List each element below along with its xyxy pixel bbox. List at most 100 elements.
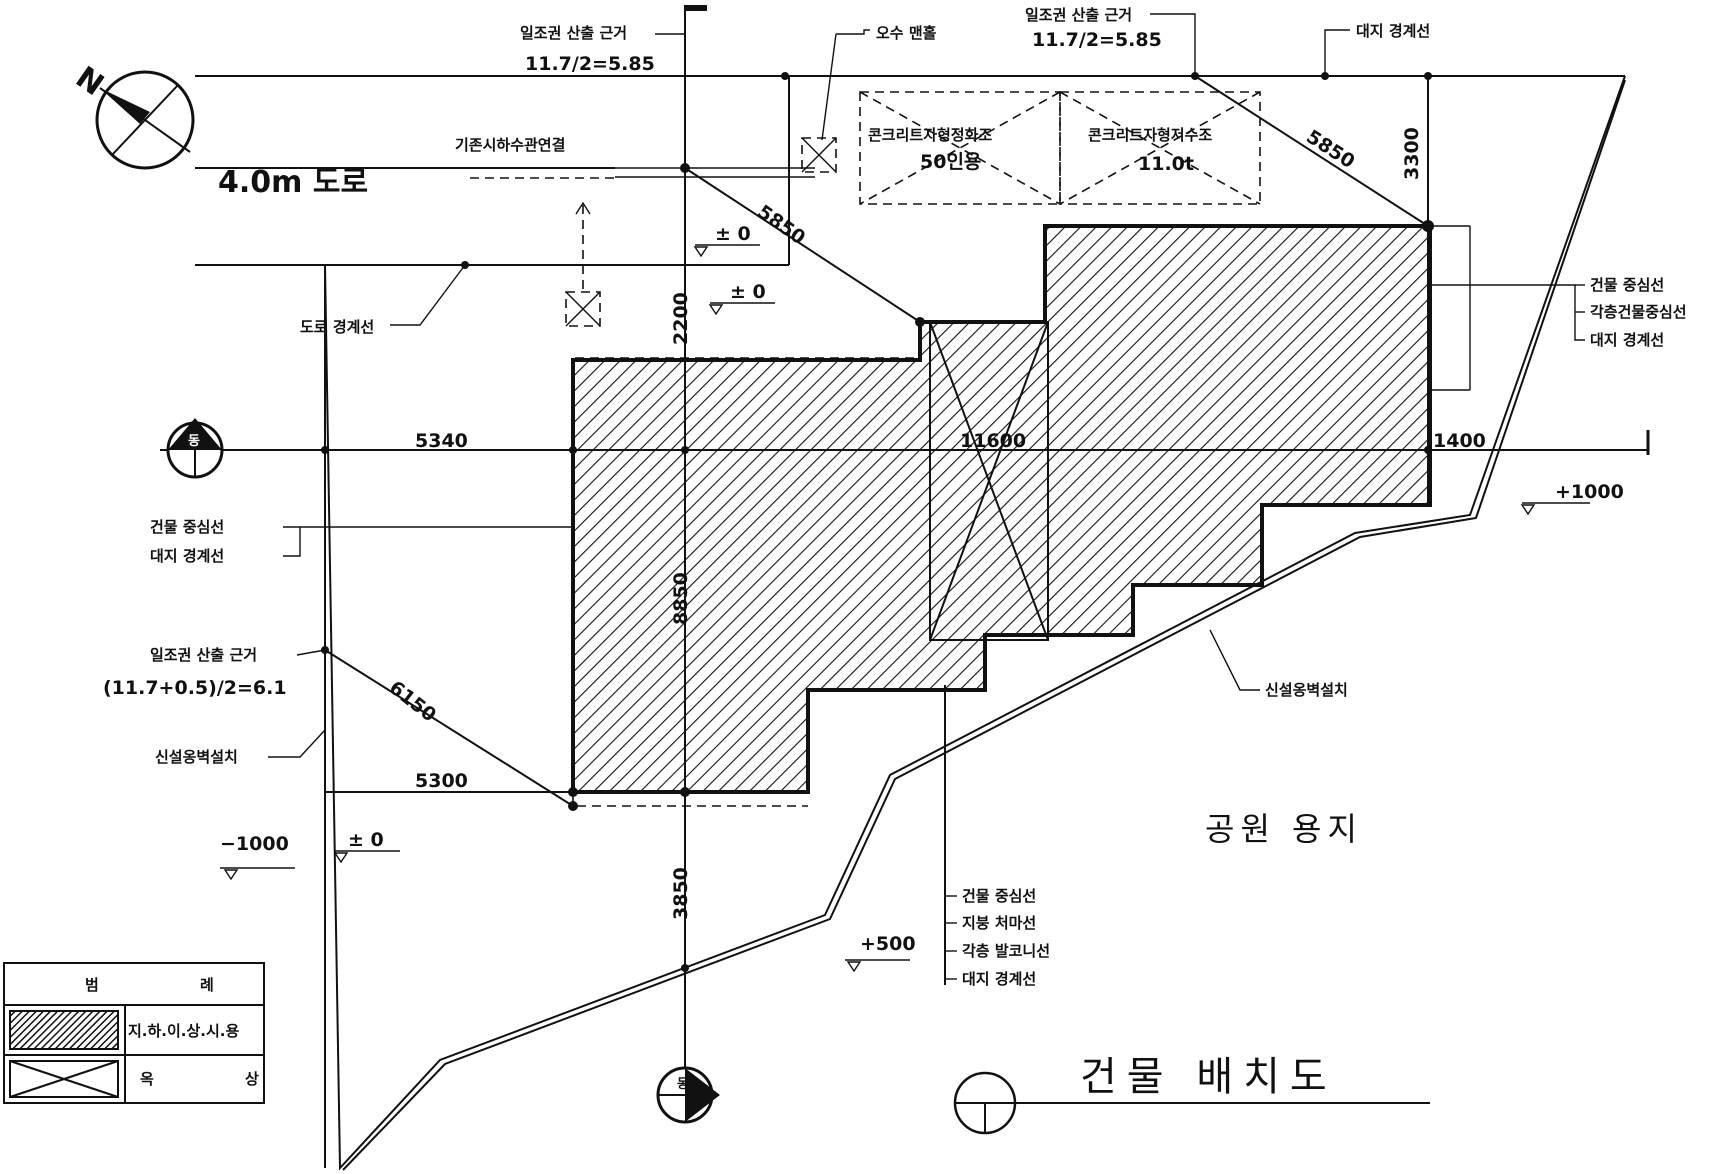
right-label-2: 각층건물중심선 [1590, 303, 1687, 321]
level-0-c: ± 0 [348, 829, 384, 851]
drawing-title: 건물 배치도 [953, 1054, 1430, 1135]
dim-11600: 11600 [960, 430, 1026, 452]
dim-line-5850-a [684, 167, 921, 323]
dim-1400: 1400 [1433, 430, 1486, 452]
building [571, 224, 1432, 807]
bottom-label-3: 각층 발코니선 [962, 942, 1050, 960]
section-mark-left-label: 동 [188, 434, 200, 449]
dim-line-6150 [324, 649, 574, 807]
manhole-label: 오수 맨홀 [876, 24, 937, 42]
inspection-x-b [565, 291, 601, 327]
manhole-leader-diag [821, 33, 837, 141]
legend-row-2-label: 옥 [140, 1070, 154, 1088]
node [680, 787, 690, 797]
level-triangle [708, 304, 724, 316]
node [681, 446, 689, 454]
eave-line-left [572, 360, 808, 807]
sunlight-note-2-leader [1150, 13, 1196, 76]
tank-1-name: 콘크리트자형정화조 [868, 126, 992, 144]
sunlight-note-2-formula: 11.7/2=5.85 [1032, 29, 1162, 51]
node [915, 317, 925, 327]
tank-2-capacity: 11.0t [1138, 153, 1194, 175]
north-pointer [100, 88, 150, 124]
road-boundary-leader [390, 264, 466, 326]
left-label-1: 건물 중심선 [150, 518, 224, 536]
sunlight-notes: 일조권 산출 근거 11.7/2=5.85 일조권 산출 근거 11.7/2=5… [103, 6, 1196, 699]
legend-swatch-building [9, 1010, 119, 1050]
bottom-label-2: 지붕 처마선 [962, 914, 1036, 932]
legend: 범 례 지.하.이.상.시.용 옥 상 [3, 962, 265, 1104]
dim-6150: 6150 [385, 677, 440, 727]
dim-3850: 3850 [670, 867, 692, 920]
tank-1-capacity: 50인용 [920, 151, 981, 173]
legend-header-2: 례 [200, 976, 214, 994]
tank-2 [1059, 91, 1261, 205]
manhole-leader [836, 29, 870, 35]
sunlight-note-3-formula: (11.7+0.5)/2=6.1 [103, 677, 287, 699]
manhole-symbol [801, 137, 837, 173]
north-axis-b [111, 84, 179, 156]
sunlight-note-1-label: 일조권 산출 근거 [520, 24, 627, 42]
sunlight-note-3-label: 일조권 산출 근거 [150, 646, 257, 664]
level-0-a: ± 0 [715, 223, 751, 245]
right-leader [1428, 284, 1585, 341]
section-marker-bottom: 동 [656, 1066, 720, 1124]
park-label: 공원 용지 [1205, 810, 1363, 848]
road-boundary-label: 도로 경계선 [300, 318, 374, 336]
sewer-connection-label: 기존시하수관연결 [455, 136, 565, 154]
node [781, 72, 789, 80]
leader-dot [461, 261, 469, 269]
site-top-leader [1324, 29, 1350, 76]
left-leader [283, 526, 301, 557]
right-label-1: 건물 중심선 [1590, 276, 1664, 294]
level-0-b: ± 0 [730, 281, 766, 303]
legend-header-1: 범 [85, 976, 99, 994]
legend-swatch-x-b [9, 1060, 119, 1098]
sunlight-note-3-leader [296, 649, 326, 656]
drain-arrow [575, 201, 591, 215]
road-label: 4.0m 도로 [218, 165, 368, 200]
road: 4.0m 도로 기존시하수관연결 도로 경계선 [195, 75, 1625, 336]
section-arrow [168, 418, 222, 450]
level-plus-500: +500 [860, 933, 916, 955]
tanks: 콘크리트자형정화조 50인용 콘크리트자형저수조 11.0t 오수 맨홀 [565, 24, 1261, 327]
dim-2200: 2200 [670, 292, 692, 345]
retaining-wall-label-left: 신설옹벽설치 [155, 748, 238, 766]
dim-5300: 5300 [415, 770, 468, 792]
level-marks: ± 0 ± 0 ± 0 +1000 −1000 +500 [220, 223, 1624, 973]
retaining-wall-notes: 신설옹벽설치 신설옹벽설치 [155, 629, 1348, 766]
left-label-2: 대지 경계선 [150, 547, 224, 565]
level-plus-1000: +1000 [1555, 481, 1624, 503]
retaining-wall-label-right: 신설옹벽설치 [1265, 681, 1348, 699]
site-boundary-line-inner [342, 79, 1626, 1171]
level-triangle [846, 961, 862, 973]
core-diagonal-b [929, 321, 1049, 641]
node [568, 801, 578, 811]
section-mark-bottom-label: 동 [677, 1077, 689, 1092]
vertical-line-cap [685, 5, 707, 11]
dim-3300: 3300 [1401, 127, 1423, 180]
tank-1-diag-a [859, 91, 1061, 205]
level-triangle [1520, 504, 1536, 516]
node [1424, 72, 1432, 80]
level-triangle [693, 246, 709, 258]
node [1424, 446, 1432, 454]
tank-1 [859, 91, 1061, 205]
manhole-x-b [801, 137, 837, 173]
site-boundary [324, 75, 1626, 1171]
legend-row-2-label2: 상 [245, 1070, 259, 1088]
sunlight-note-1-formula: 11.7/2=5.85 [525, 53, 655, 75]
dim-5850-a: 5850 [753, 201, 809, 249]
tank-1-diag-b [859, 91, 1061, 205]
site-boundary-top-label: 대지 경계선 [1356, 22, 1430, 40]
level-triangle [223, 869, 239, 881]
node [321, 446, 329, 454]
inspection-box [565, 291, 601, 327]
site-boundary-line [324, 75, 1626, 1171]
tank-2-diag-a [1059, 91, 1261, 205]
tank-2-name: 콘크리트자형저수조 [1088, 126, 1212, 144]
bottom-label-4: 대지 경계선 [962, 970, 1036, 988]
dim-8850: 8850 [670, 572, 692, 625]
node [569, 446, 577, 454]
